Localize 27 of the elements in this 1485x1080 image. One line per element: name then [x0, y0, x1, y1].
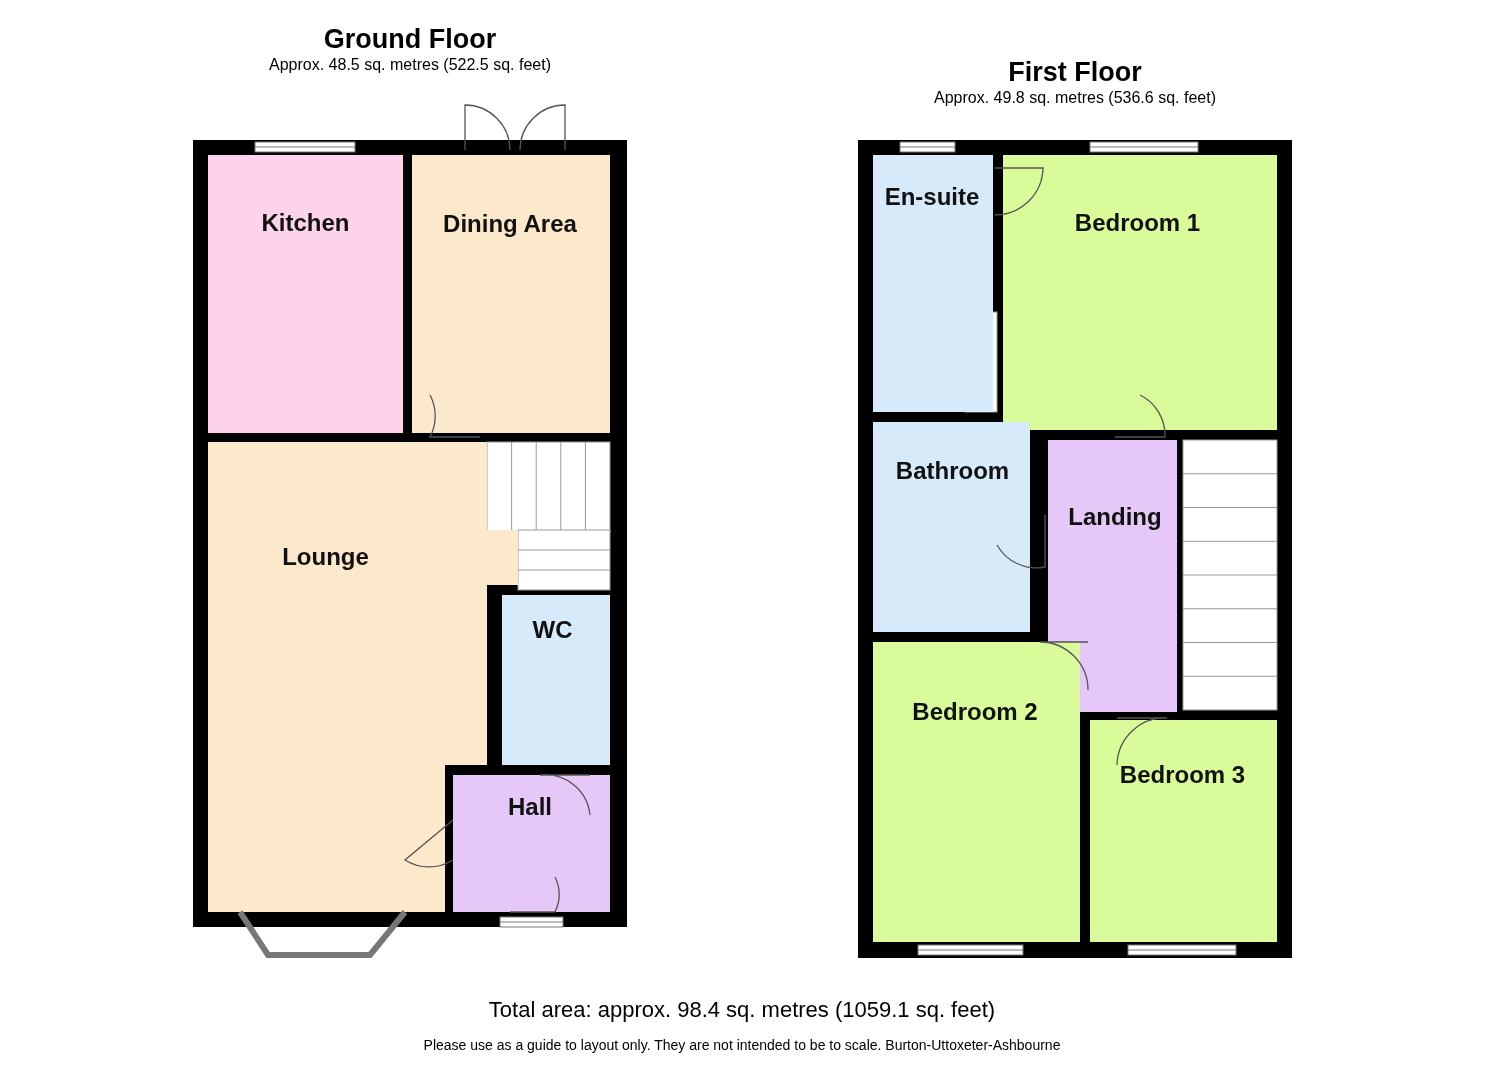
room [1048, 440, 1177, 712]
room-label: Dining Area [442, 211, 578, 237]
room-label: Bedroom 2 [911, 699, 1039, 725]
room-label: Bedroom 3 [1118, 762, 1247, 788]
floor-area-text: Approx. 48.5 sq. metres (522.5 sq. feet) [268, 56, 552, 74]
room [502, 595, 610, 765]
room-label: Landing [1067, 504, 1163, 530]
room [873, 642, 1080, 942]
room-label: WC [531, 617, 574, 643]
room [873, 422, 1030, 632]
room [1003, 155, 1277, 430]
room [208, 155, 403, 433]
room-label: Bedroom 1 [1073, 210, 1202, 236]
disclaimer-text: Please use as a guide to layout only. They are not intended to be to scale. Burton-Uttoxeter-Ashbourne [422, 1037, 1062, 1053]
floor-heading: Ground Floor [322, 24, 498, 55]
room-label: Lounge [281, 544, 370, 570]
room [412, 155, 610, 433]
room-label: En-suite [883, 184, 981, 210]
total-area-text: Total area: approx. 98.4 sq. metres (1059.1 sq. feet) [487, 997, 997, 1023]
room-label: Kitchen [260, 210, 351, 236]
room [453, 775, 610, 912]
room [873, 155, 993, 412]
floor-heading: First Floor [1007, 57, 1143, 88]
room [1090, 720, 1277, 942]
room-label: Hall [507, 794, 553, 820]
floor-area-text: Approx. 49.8 sq. metres (536.6 sq. feet) [933, 89, 1217, 107]
room-label: Bathroom [894, 458, 1011, 484]
